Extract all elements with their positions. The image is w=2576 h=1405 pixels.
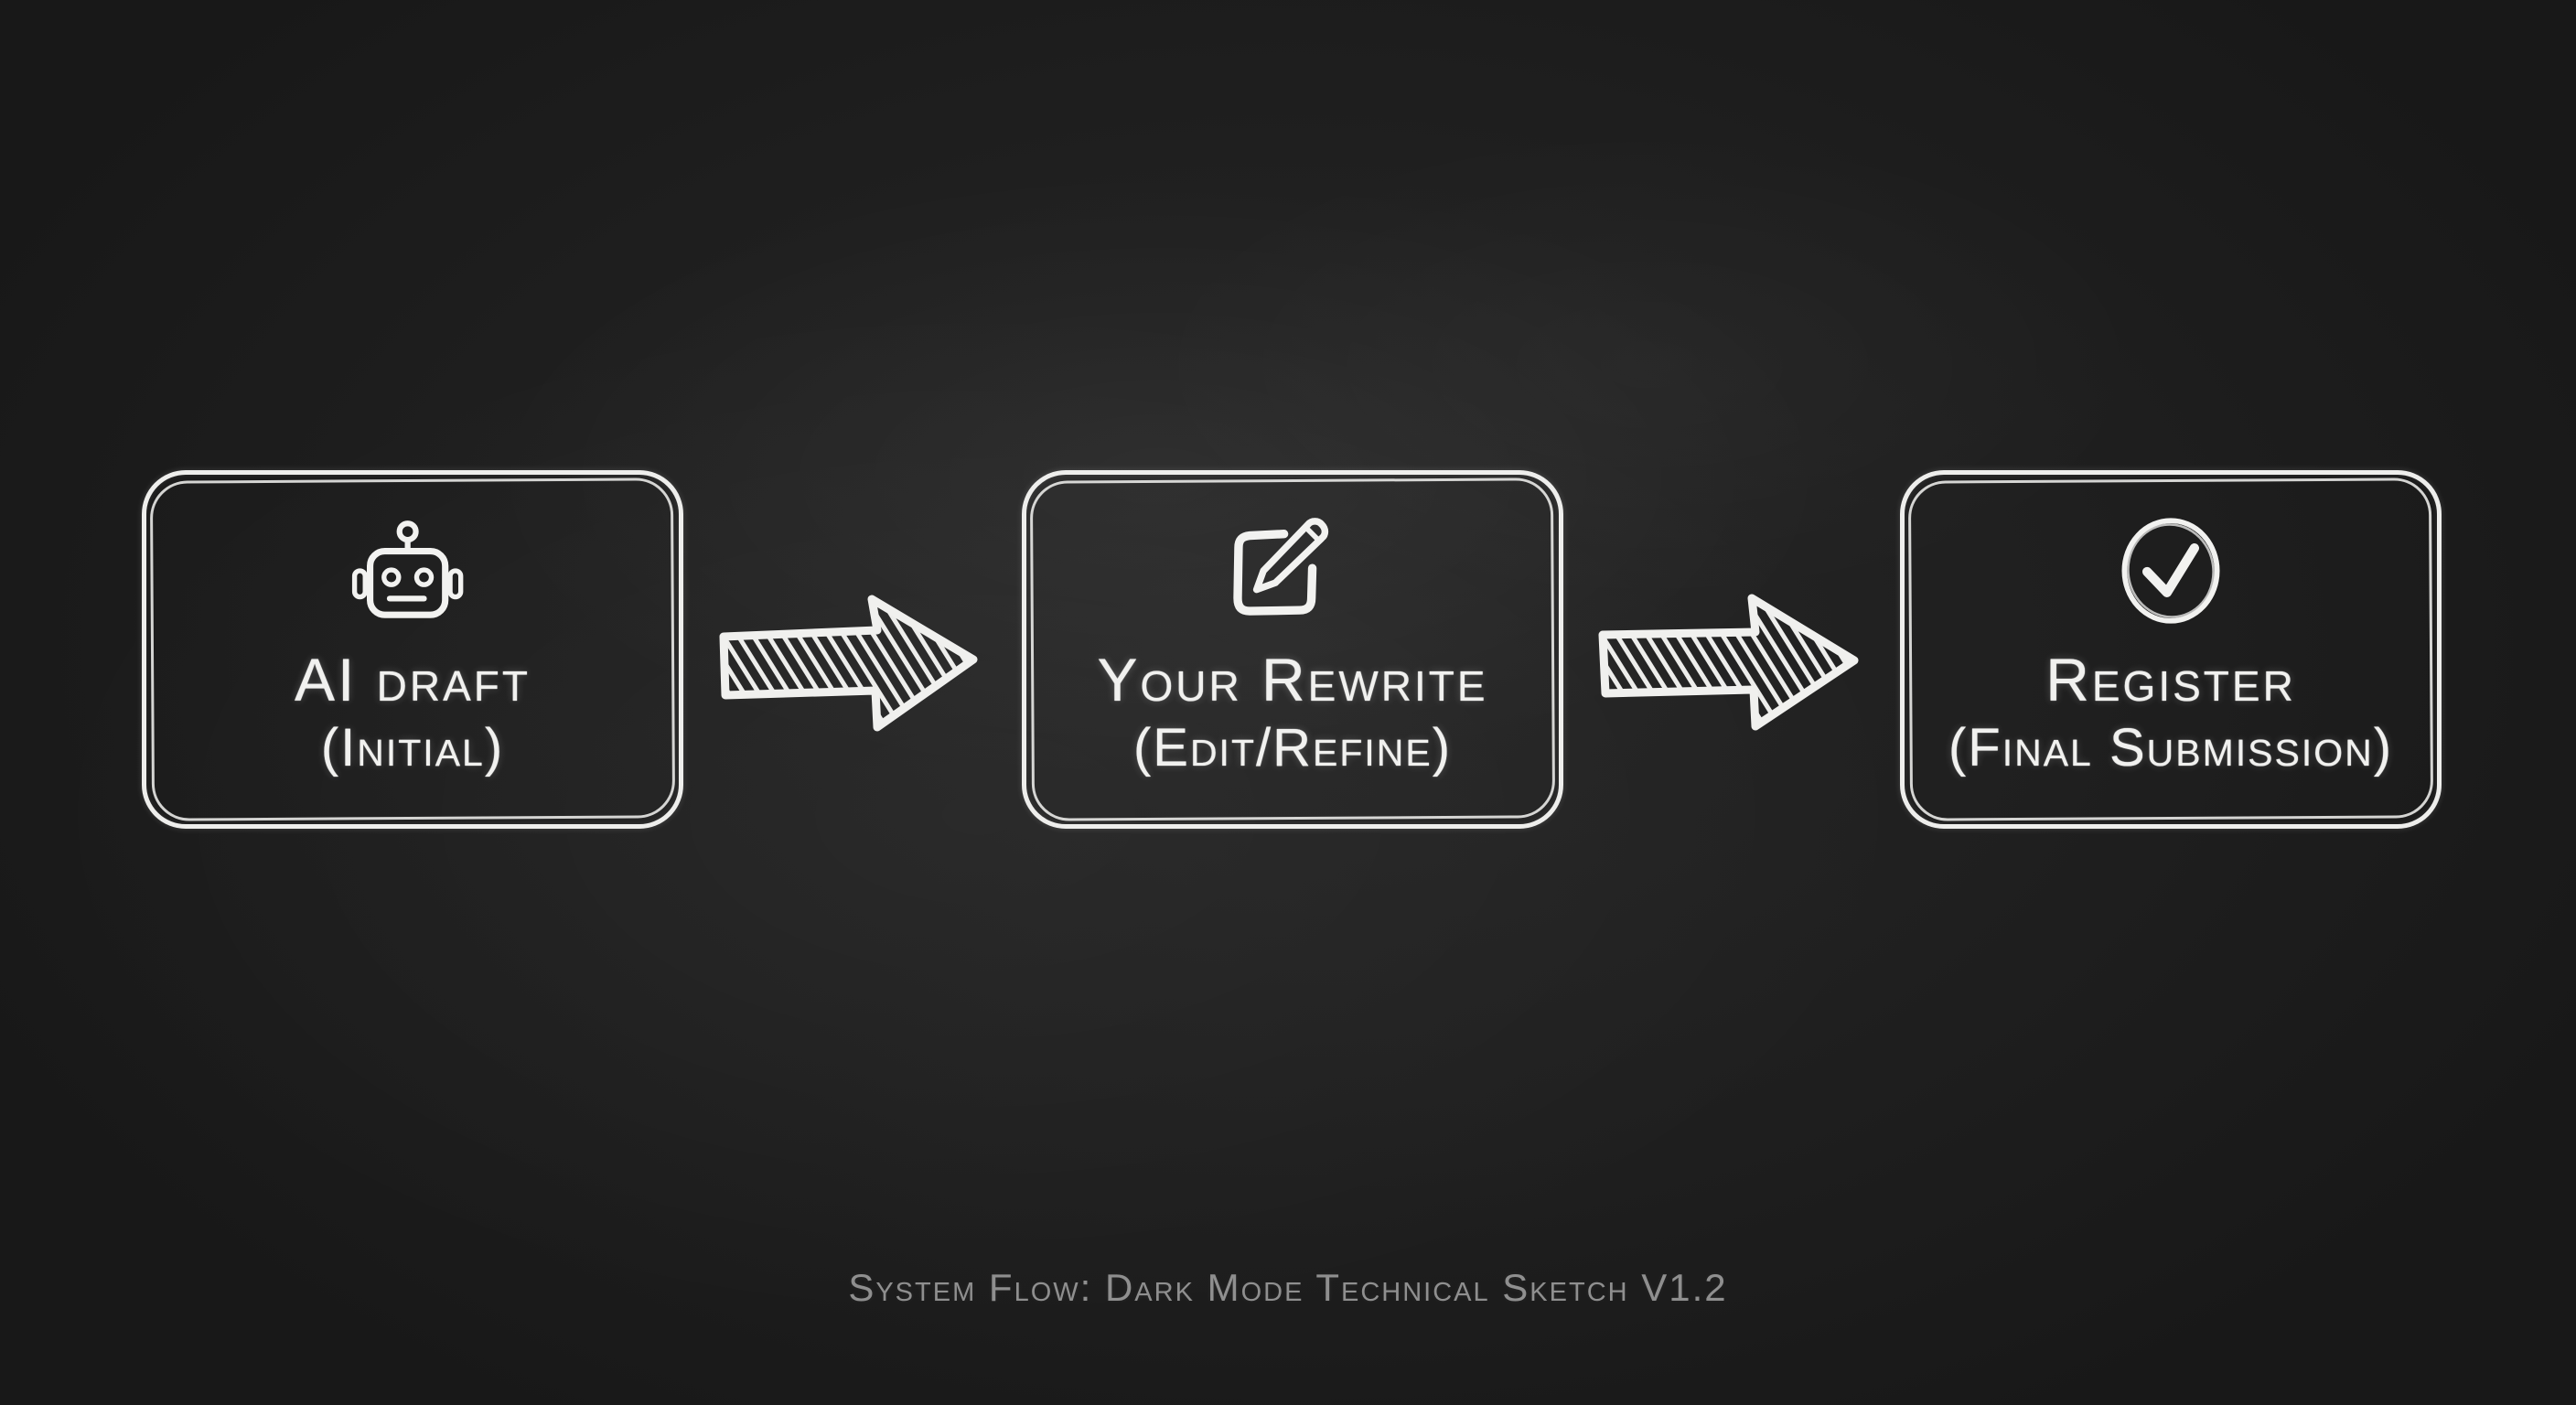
flow-box-your-rewrite: Your Rewrite (Edit/Refine) xyxy=(1022,470,1563,829)
box-title-register: Register xyxy=(2045,646,2296,713)
diagram-caption: System Flow: Dark Mode Technical Sketch … xyxy=(848,1266,1728,1309)
box-subtitle-register: (Final Submission) xyxy=(1948,718,2394,778)
box-subtitle-your-rewrite: (Edit/Refine) xyxy=(1132,718,1453,778)
box-subtitle-ai-draft: (Initial) xyxy=(320,718,505,778)
flow-box-ai-draft: AI draft (Initial) xyxy=(142,470,683,829)
box-title-your-rewrite: Your Rewrite xyxy=(1097,646,1488,713)
pen-square-icon xyxy=(1224,513,1361,628)
check-circle-icon xyxy=(2118,513,2224,628)
arrow-right-icon xyxy=(715,587,982,737)
arrow-right-icon xyxy=(1594,587,1862,737)
box-title-ai-draft: AI draft xyxy=(294,646,531,713)
flow-box-register: Register (Final Submission) xyxy=(1900,470,2442,829)
robot-icon xyxy=(344,513,481,628)
